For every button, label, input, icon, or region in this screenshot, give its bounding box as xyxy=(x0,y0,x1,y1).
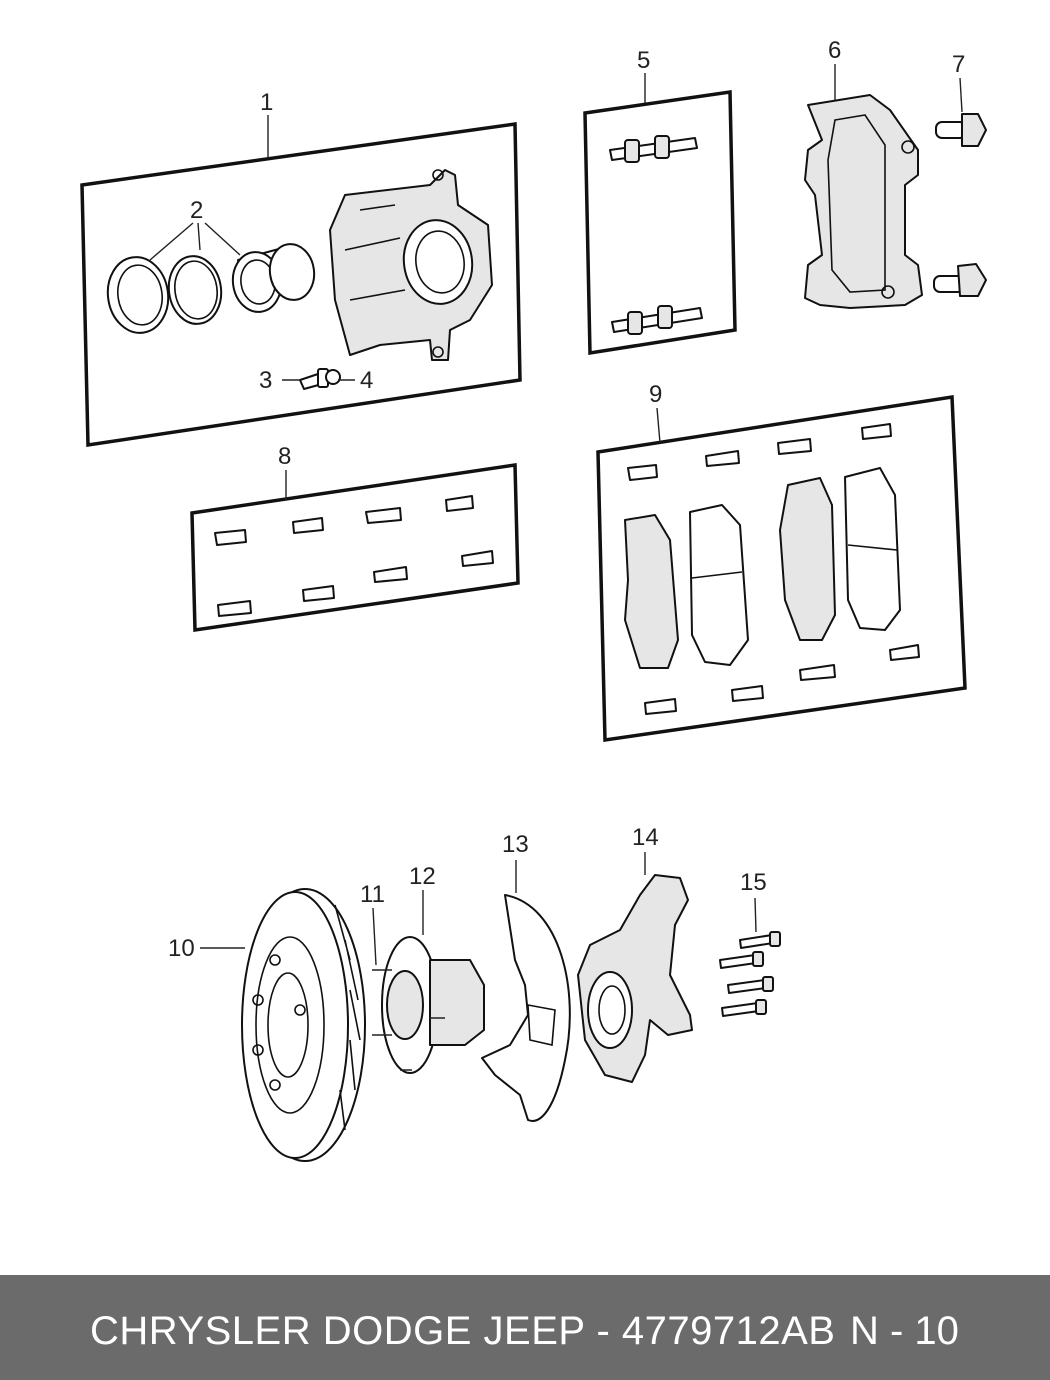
panel-brake-pads xyxy=(596,394,967,743)
o-ring xyxy=(167,255,223,325)
callout-3: 3 xyxy=(259,367,272,394)
caliper-piston xyxy=(231,243,316,313)
brake-pad-1 xyxy=(624,514,679,669)
callout-11: 11 xyxy=(360,881,385,908)
callout-2: 2 xyxy=(190,197,203,224)
brake-pad-4 xyxy=(844,467,901,631)
leader-lines xyxy=(149,64,963,966)
callout-6: 6 xyxy=(828,37,841,64)
knuckle-bolts xyxy=(719,931,781,1017)
clips-set-9 xyxy=(627,423,920,715)
bracket-bolt-upper xyxy=(935,113,987,147)
panel-clip-kit xyxy=(190,462,520,633)
callout-7: 7 xyxy=(952,51,965,78)
guide-pin-lower xyxy=(611,305,703,335)
guide-pin-upper xyxy=(609,135,698,163)
callout-5: 5 xyxy=(637,47,650,74)
brake-pad-3 xyxy=(779,477,836,641)
wheel-hub-bearing xyxy=(372,936,485,1074)
panel-caliper-kit xyxy=(80,121,522,448)
dust-shield xyxy=(481,894,571,1122)
bracket-bolt-lower xyxy=(933,263,987,297)
callout-12: 12 xyxy=(409,863,436,890)
clips-set-8 xyxy=(214,495,494,617)
exploded-parts-diagram: 1 2 3 4 5 6 7 8 9 10 11 12 13 14 15 xyxy=(80,37,987,1162)
caliper-body xyxy=(329,169,493,361)
brake-rotor xyxy=(241,888,366,1162)
footer-part-title: CHRYSLER DODGE JEEP - 4779712AB xyxy=(90,1309,836,1353)
bleeder-cap xyxy=(325,369,341,385)
footer-page-number: N - 10 xyxy=(850,1309,959,1353)
callout-labels: 1 2 3 4 5 6 7 8 9 10 11 12 13 14 15 xyxy=(168,37,965,962)
callout-4: 4 xyxy=(360,367,373,394)
steering-knuckle xyxy=(577,874,693,1083)
piston-seal xyxy=(106,256,170,334)
footer-bar: CHRYSLER DODGE JEEP - 4779712AB N - 10 xyxy=(0,1275,1050,1380)
bleeder-screw xyxy=(299,368,329,390)
caliper-anchor-bracket xyxy=(804,94,923,309)
callout-13: 13 xyxy=(502,831,529,858)
callout-9: 9 xyxy=(649,381,662,408)
callout-14: 14 xyxy=(632,824,659,851)
callout-15: 15 xyxy=(740,869,767,896)
panel-guide-pins xyxy=(583,89,737,356)
callout-10: 10 xyxy=(168,935,195,962)
callout-1: 1 xyxy=(260,89,273,116)
brake-pad-2 xyxy=(689,504,749,666)
callout-8: 8 xyxy=(278,443,291,470)
